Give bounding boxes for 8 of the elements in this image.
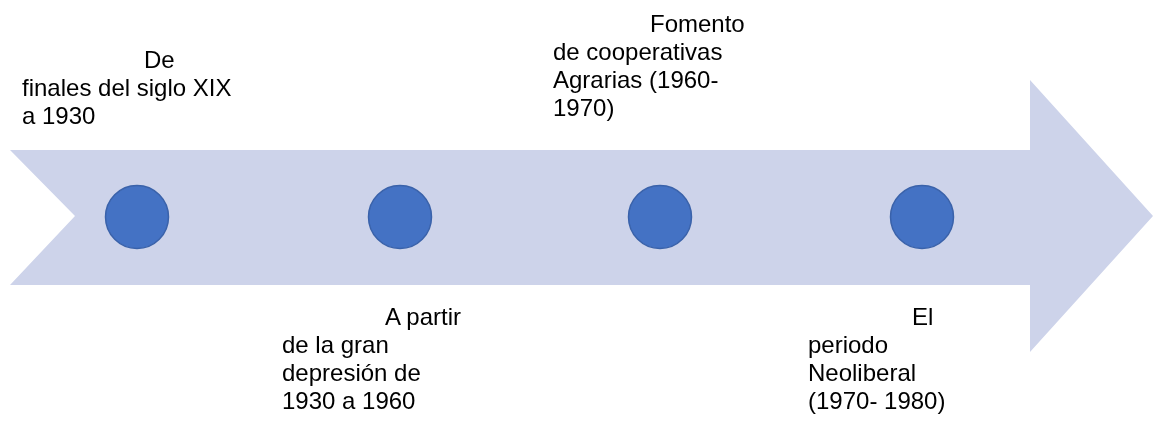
period-label: El periodo Neoliberal (1970- 1980) <box>808 303 947 415</box>
timeline-dot <box>367 184 433 250</box>
period-label: A partir de la gran depresión de 1930 a 1960 <box>282 303 463 415</box>
timeline-dot <box>104 184 170 250</box>
timeline-dot <box>627 184 693 250</box>
period-label: Fomento de cooperativas Agrarias (1960- 1970) <box>553 10 746 122</box>
timeline-dot <box>889 184 955 250</box>
period-label: De finales del siglo XIX a 1930 <box>22 46 233 130</box>
